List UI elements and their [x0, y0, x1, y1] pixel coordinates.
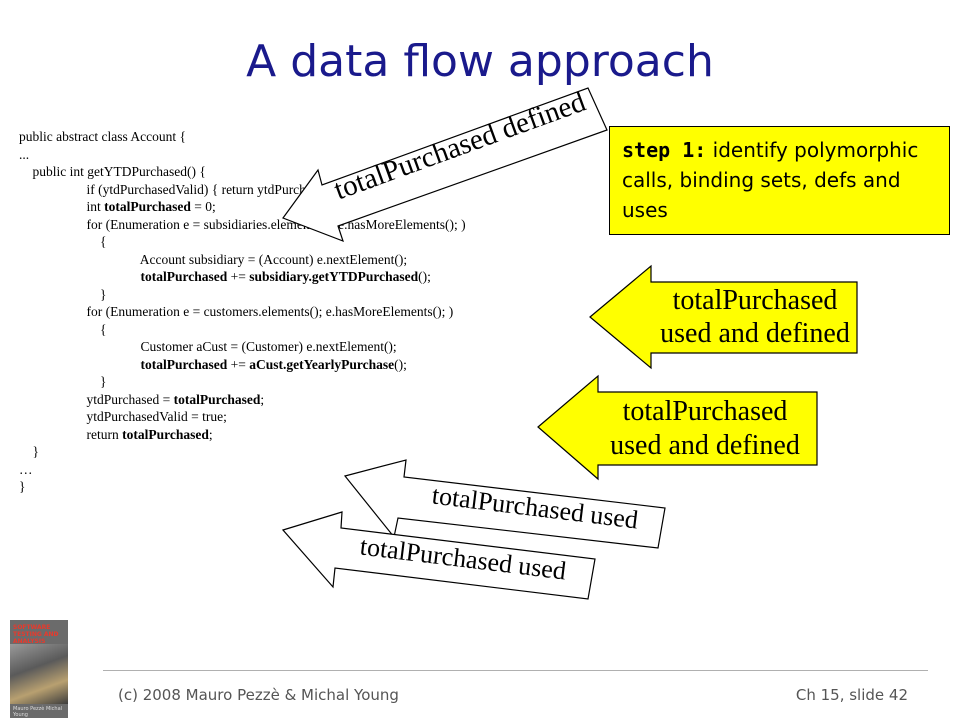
step-label: step 1: [622, 138, 707, 162]
code-token: public abstract class Account { [19, 129, 186, 144]
code-line: ... [19, 146, 619, 164]
code-line: totalPurchased += subsidiary.getYTDPurch… [19, 268, 619, 286]
code-token [19, 269, 141, 284]
slide-title: A data flow approach [246, 36, 714, 87]
code-token: public int getYTDPurchased() { [19, 164, 206, 179]
code-token: if (ytdPurchasedValid) { return ytdPurch… [19, 181, 344, 197]
code-token: } [19, 444, 39, 459]
code-line: ytdPurchased = totalPurchased; [19, 391, 619, 409]
footer-slide-number: Ch 15, slide 42 [795, 686, 908, 704]
footer-copyright: (c) 2008 Mauro Pezzè & Michal Young [118, 686, 399, 704]
code-token: (); [418, 269, 431, 284]
book-title: SOFTWARE TESTING AND ANALYSIS [13, 624, 59, 645]
book-cover-image: SOFTWARE TESTING AND ANALYSIS Mauro Pezz… [10, 620, 68, 718]
code-token: += [227, 356, 250, 372]
callout-line: used and defined [610, 430, 800, 461]
code-token-bold: aCust.getYearlyPurchase [249, 356, 395, 372]
code-line: ytdPurchasedValid = true; [19, 408, 619, 426]
code-token: } [19, 374, 107, 389]
code-token: Account subsidiary = (Account) e.nextEle… [19, 251, 408, 267]
code-token: int [19, 199, 105, 214]
code-token: { [19, 321, 107, 337]
code-token-bold: totalPurchased [104, 199, 191, 214]
code-token: ; [260, 391, 265, 407]
code-token-bold: totalPurchased [140, 269, 228, 284]
code-line: public int getYTDPurchased() { [19, 163, 619, 181]
callout-used-defined-2-text: totalPurchased used and defined [590, 395, 820, 463]
book-authors: Mauro Pezzè Michal Young [13, 706, 63, 718]
code-line: Account subsidiary = (Account) e.nextEle… [19, 251, 619, 269]
code-token: } [19, 286, 107, 302]
code-listing: public abstract class Account {... publi… [19, 128, 619, 496]
code-token: … [19, 461, 33, 477]
step-text: identify polymorphic calls, binding sets… [622, 138, 919, 222]
callout-used-2-text: totalPurchased used [358, 531, 568, 586]
code-token: return [19, 426, 123, 442]
code-line: … [19, 461, 619, 479]
code-line: int totalPurchased = 0; [19, 198, 619, 216]
code-token: { [19, 234, 107, 249]
code-line: for (Enumeration e = customers.elements(… [19, 303, 619, 321]
code-token: } [19, 479, 26, 494]
code-token: for (Enumeration e = customers.elements(… [19, 304, 454, 319]
code-token-bold: totalPurchased [122, 426, 209, 442]
code-token-bold: totalPurchased [173, 391, 261, 407]
code-line: } [19, 478, 619, 496]
code-line: public abstract class Account { [19, 128, 619, 146]
callout-line: used and defined [660, 318, 850, 349]
code-line: } [19, 443, 619, 461]
code-token: ; [208, 426, 213, 442]
callout-used-defined-1-text: totalPurchased used and defined [640, 284, 870, 350]
code-token: ytdPurchasedValid = true; [19, 409, 227, 424]
callout-line: totalPurchased [672, 285, 838, 316]
code-line: Customer aCust = (Customer) e.nextElemen… [19, 338, 619, 356]
code-line: } [19, 286, 619, 304]
code-line: return totalPurchased; [19, 426, 619, 444]
code-token: = 0; [190, 199, 216, 214]
code-line: for (Enumeration e = subsidiaries.elemen… [19, 216, 619, 234]
code-token: ... [19, 146, 30, 162]
code-token-bold: totalPurchased [140, 356, 228, 372]
code-line: } [19, 373, 619, 391]
book-cover-photo [10, 644, 68, 704]
callout-line: totalPurchased [622, 396, 788, 427]
code-line: { [19, 321, 619, 339]
code-line: { [19, 233, 619, 251]
code-token [19, 357, 141, 372]
code-token: += [227, 269, 250, 284]
code-token: Customer aCust = (Customer) e.nextElemen… [19, 339, 397, 354]
code-token-bold: subsidiary.getYTDPurchased [249, 269, 419, 284]
code-token: ytdPurchased = [19, 391, 174, 407]
footer-divider [103, 670, 928, 671]
code-line: totalPurchased += aCust.getYearlyPurchas… [19, 356, 619, 374]
code-token: for (Enumeration e = subsidiaries.elemen… [19, 216, 466, 232]
code-token: (); [394, 356, 407, 372]
step-box: step 1: identify polymorphic calls, bind… [609, 126, 950, 235]
